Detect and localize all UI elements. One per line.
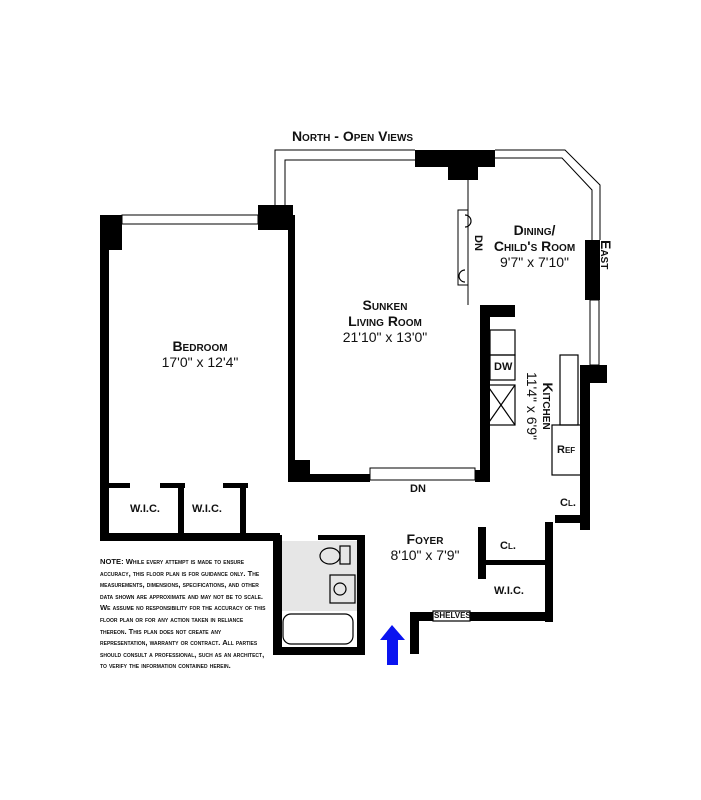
refrigerator-label: Ref: [557, 444, 576, 456]
down-label: DN: [471, 235, 484, 251]
windows: [121, 149, 601, 481]
room-name: Foyer: [406, 531, 444, 547]
down-label: DN: [410, 483, 426, 495]
dishwasher-label: DW: [494, 361, 513, 373]
closet-label: Cl.: [500, 540, 516, 552]
room-dim: 9'7" x 7'10": [500, 254, 569, 270]
stair-curl: [464, 214, 472, 228]
room-dim: 17'0" x 12'4": [161, 354, 239, 370]
bathtub: [282, 613, 354, 645]
refrigerator: [551, 424, 583, 476]
east-label: East: [598, 240, 614, 270]
sink: [329, 574, 356, 604]
room-name: Living Room: [348, 313, 422, 329]
room-dim: 8'10" x 7'9": [390, 547, 460, 563]
kitchen-label: Kitchen 11'4" x 6'9": [524, 346, 556, 466]
room-name: Kitchen: [540, 382, 556, 430]
entry-arrow: [380, 625, 405, 665]
disclaimer-note: NOTE: While every attempt is made to ens…: [100, 557, 266, 671]
room-dim: 21'10" x 13'0": [342, 329, 428, 345]
wic-label: W.I.C.: [130, 503, 160, 515]
room-name: Bedroom: [172, 338, 228, 354]
walls: [100, 150, 607, 655]
shelves: [432, 610, 471, 622]
dishwasher: [489, 354, 516, 381]
stove: [486, 384, 516, 426]
bedroom-label: Bedroom 17'0" x 12'4": [120, 338, 280, 370]
north-label: North - Open Views: [291, 128, 414, 144]
dining-label: Dining/ Child's Room 9'7" x 7'10": [482, 222, 587, 270]
kitchen-sink: [489, 329, 516, 356]
shelves-label: SHELVES: [434, 611, 471, 620]
room-name: Dining/: [513, 222, 556, 238]
wic-label: W.I.C.: [192, 503, 222, 515]
foyer-label: Foyer 8'10" x 7'9": [375, 531, 475, 563]
living-room-label: Sunken Living Room 21'10" x 13'0": [310, 297, 460, 345]
fixtures: [282, 214, 583, 645]
closet-label: Cl.: [560, 497, 576, 509]
room-dim: 11'4" x 6'9": [524, 372, 540, 440]
room-name: Sunken: [362, 297, 408, 313]
counter: [559, 354, 579, 426]
wic-label: W.I.C.: [494, 585, 524, 597]
bath-floor: [282, 541, 357, 611]
room-name: Child's Room: [493, 238, 576, 254]
